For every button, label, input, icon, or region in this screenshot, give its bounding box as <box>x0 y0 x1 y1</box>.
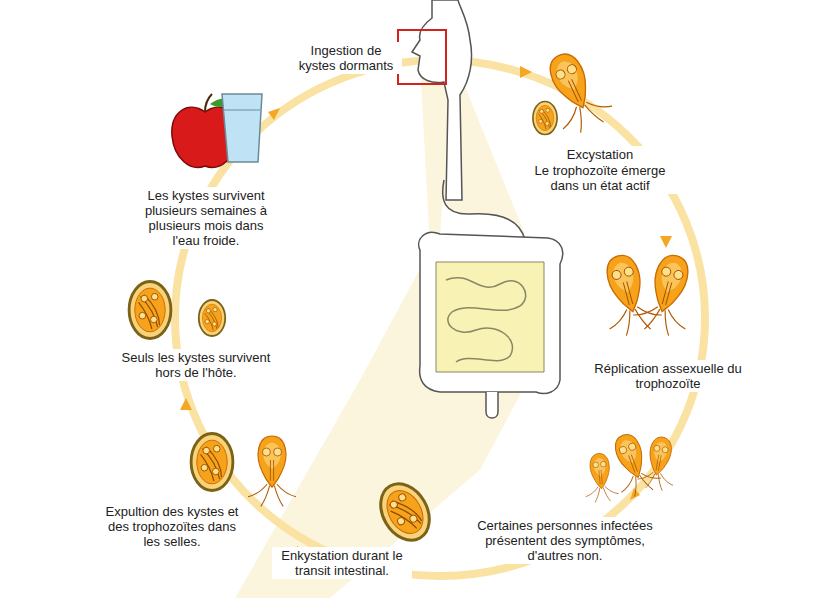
stage-label: Expultion des kystes et des trophozoïtes… <box>102 503 242 550</box>
stage-label: Enkystation durant le transit intestinal… <box>272 547 412 579</box>
stage-label: Excystation <box>540 146 660 163</box>
stage-label: Les kystes survivent plusieurs semaines … <box>136 187 276 249</box>
stage-label: Réplication assexuelle du trophozoïte <box>583 360 753 392</box>
stage-label: Ingestion de kystes dormants <box>290 42 402 74</box>
stage-label: Le trophozoïte émerge dans un état actif <box>520 162 680 194</box>
stage-label: Certaines personnes infectées présentent… <box>465 517 665 564</box>
stage-label: Seuls les kystes survivent hors de l'hôt… <box>111 349 281 381</box>
